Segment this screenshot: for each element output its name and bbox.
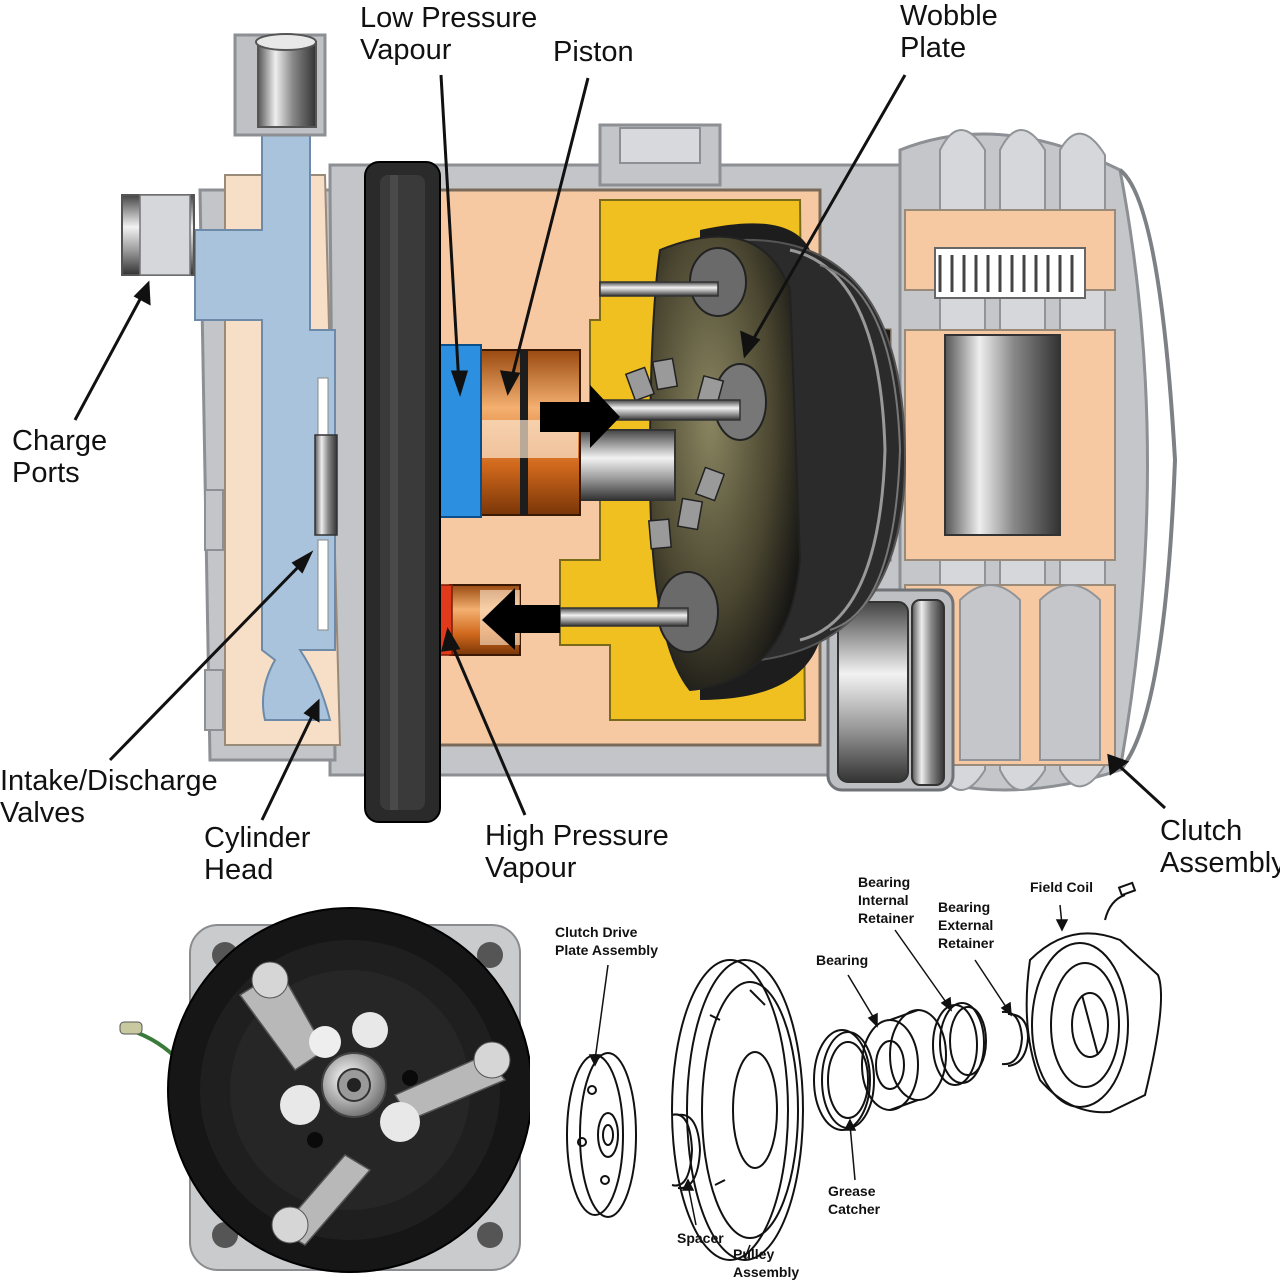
label-line: Assembly [1160, 847, 1280, 880]
label-line: Wobble [900, 0, 998, 32]
label-wobble-plate: Wobble Plate [900, 0, 998, 65]
bearing-drawing [861, 1009, 947, 1111]
label-clutch-drive-plate: Clutch Drive Plate Assembly [555, 923, 658, 959]
label-field-coil: Field Coil [1030, 878, 1093, 896]
field-coil-drawing [1025, 881, 1162, 1114]
label-line: Grease [828, 1183, 876, 1199]
label-bearing: Bearing [816, 951, 868, 969]
label-line: Spacer [677, 1230, 724, 1246]
label-line: Clutch Drive [555, 924, 638, 940]
label-line: Vapour [485, 852, 577, 885]
label-line: Piston [553, 36, 634, 68]
label-line: Valves [0, 797, 85, 830]
label-line: Plate Assembly [555, 942, 658, 959]
cylinder-head [121, 33, 342, 762]
label-grease-catcher: Grease Catcher [828, 1182, 880, 1218]
label-line: Catcher [828, 1201, 881, 1218]
part-leader-lines [588, 904, 1069, 1259]
label-line: Clutch [1160, 815, 1243, 847]
label-line: Pulley [733, 1246, 775, 1262]
label-bearing-internal-retainer: Bearing Internal Retainer [858, 873, 914, 928]
label-line: Bearing [816, 952, 869, 968]
clutch-drive-plate-drawing [566, 1052, 637, 1218]
label-line: Bearing [858, 874, 911, 890]
label-piston: Piston [553, 36, 634, 68]
label-line: Ports [12, 457, 80, 490]
label-line: Head [204, 854, 274, 887]
label-line: Retainer [938, 935, 995, 952]
compressor-cutaway [73, 33, 1178, 823]
clutch-bearing [826, 588, 955, 792]
label-line: Field Coil [1030, 879, 1093, 895]
label-pulley-assembly: Pulley Assembly [733, 1245, 799, 1281]
bearing-external-retainer-drawing [1001, 1010, 1030, 1067]
arrow-left [482, 588, 560, 650]
label-line: Vapour [360, 34, 452, 67]
label-line: Low Pressure [360, 2, 538, 34]
label-line: Intake/Discharge [0, 765, 218, 797]
clutch-photo [119, 907, 530, 1273]
piston-upper [479, 349, 581, 516]
label-line: Internal [858, 892, 909, 909]
pulley-drawing [671, 959, 804, 1261]
label-line: External [938, 917, 994, 934]
label-line: Retainer [858, 910, 915, 927]
label-clutch-assembly: Clutch Assembly [1160, 815, 1280, 880]
label-high-pressure-vapour: High Pressure Vapour [485, 820, 669, 885]
leader-lines [73, 74, 1167, 821]
label-cylinder-head: Cylinder Head [204, 822, 310, 887]
arrow-right [540, 385, 620, 448]
label-charge-ports: Charge Ports [12, 425, 107, 490]
label-line: Assembly [733, 1264, 800, 1281]
label-line: High Pressure [485, 820, 669, 852]
label-spacer: Spacer [677, 1229, 724, 1247]
label-line: Bearing [938, 899, 991, 915]
label-low-pressure-vapour: Low Pressure Vapour [360, 2, 537, 67]
clutch-exploded-view [566, 881, 1162, 1261]
valve-plate-ring [364, 161, 441, 823]
bearing-internal-retainer-drawing [932, 1002, 987, 1086]
label-line: Charge [12, 425, 108, 457]
spacer-drawing [671, 1113, 702, 1190]
clutch-pulley [898, 129, 1178, 792]
label-bearing-external-retainer: Bearing External Retainer [938, 898, 994, 953]
label-line: Plate [900, 32, 967, 65]
piston-rods [559, 281, 741, 627]
label-intake-discharge-valves: Intake/Discharge Valves [0, 765, 218, 830]
label-line: Cylinder [204, 822, 311, 854]
